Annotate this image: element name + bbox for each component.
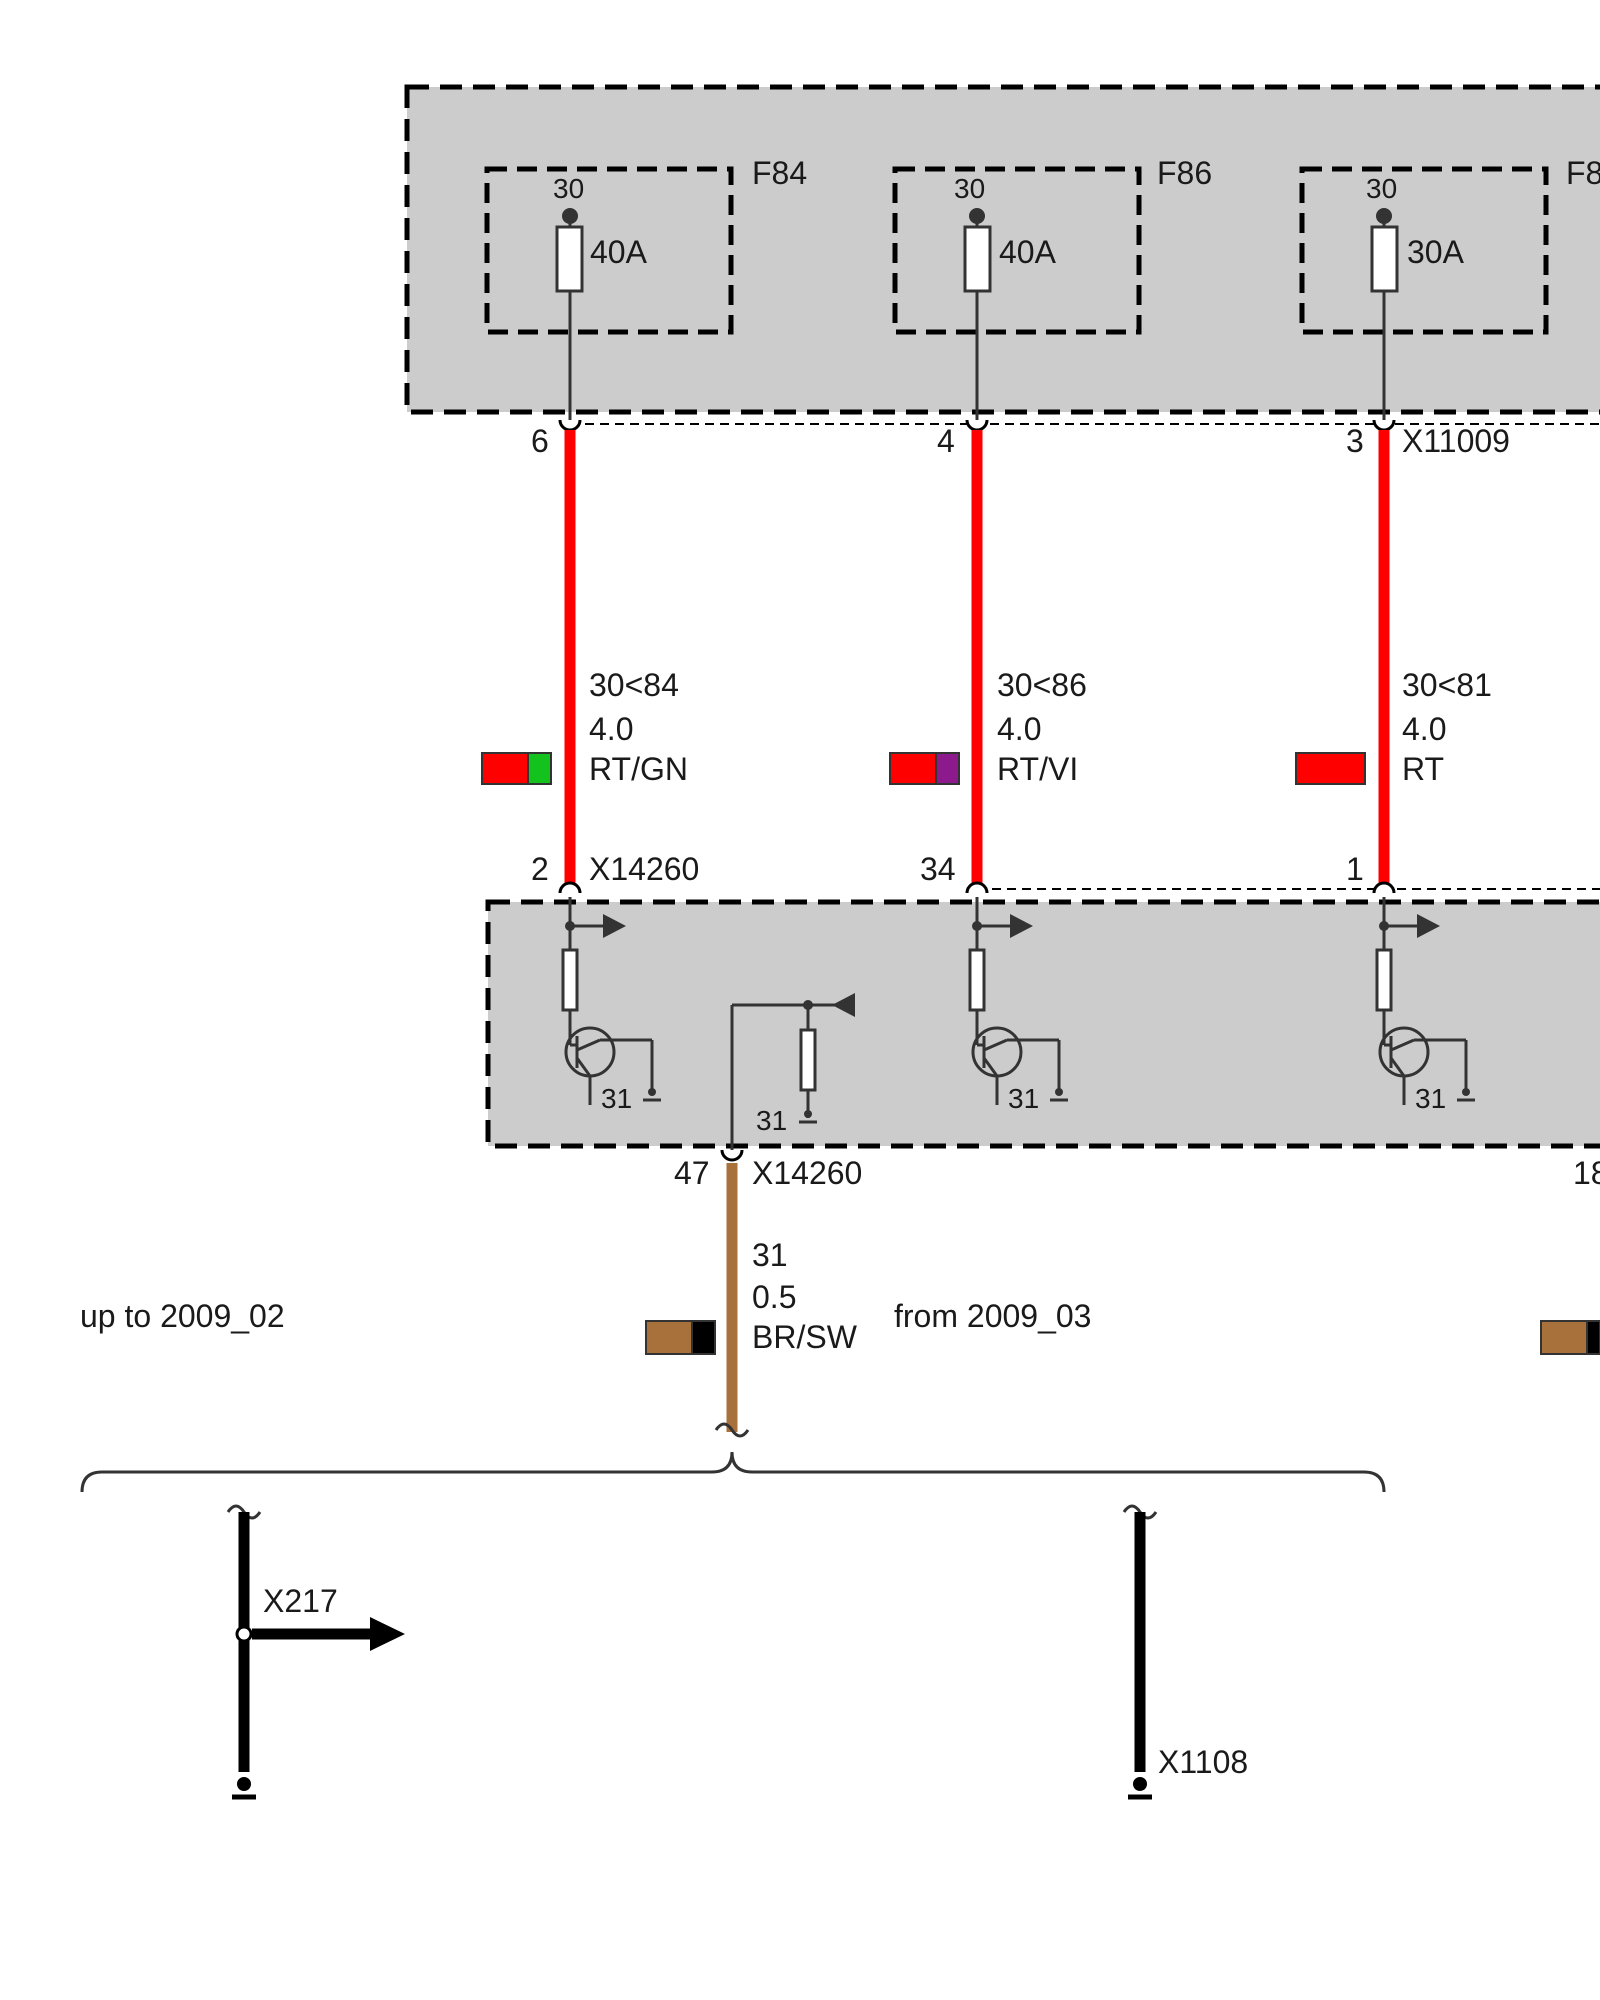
variant-label-left: up to 2009_02: [80, 1298, 285, 1334]
fuse-f84[interactable]: 30 40A F84: [484, 155, 807, 424]
svg-text:4.0: 4.0: [1402, 711, 1446, 747]
fuse-f86-terminal: 30: [954, 173, 985, 204]
driver-stage-2: 31: [968, 897, 1068, 1114]
fuse-f8[interactable]: 30 30A F8: [1299, 155, 1600, 424]
wire-break-mark: [714, 1422, 750, 1438]
wire-label-31: 31 0.5 BR/SW: [752, 1237, 858, 1355]
svg-text:31: 31: [1008, 1083, 1039, 1114]
variant-label-right: from 2009_03: [894, 1298, 1091, 1334]
swatch-rt-vi: [889, 752, 960, 785]
svg-text:4.0: 4.0: [589, 711, 633, 747]
fuse-box-module: [404, 84, 1600, 415]
driver-stage-1: 31: [561, 897, 661, 1114]
pin-1-label: 1: [1346, 851, 1364, 887]
swatch-rt-gn: [481, 752, 552, 785]
svg-text:31: 31: [752, 1237, 788, 1273]
swatch-br-sw: [645, 1320, 716, 1355]
pin-6-label: 6: [531, 423, 549, 459]
wire-label-30-86: 30<86 4.0 RT/VI: [997, 667, 1087, 787]
driver-stage-3: 31: [1375, 897, 1475, 1114]
svg-text:30<84: 30<84: [589, 667, 679, 703]
pin-4-label: 4: [937, 423, 955, 459]
fuse-f86-label: F86: [1157, 155, 1212, 191]
connector-x1108-label: X1108: [1158, 1744, 1248, 1780]
svg-text:31: 31: [1415, 1083, 1446, 1114]
pin-34-label: 34: [920, 851, 956, 887]
svg-text:31: 31: [756, 1105, 787, 1136]
connector-x217-label: X217: [263, 1583, 338, 1619]
svg-text:31: 31: [601, 1083, 632, 1114]
svg-text:RT: RT: [1402, 751, 1444, 787]
ground-sense-circuit: 31: [730, 993, 855, 1150]
pin-2-label: 2: [531, 851, 549, 887]
svg-text:30<81: 30<81: [1402, 667, 1492, 703]
svg-text:RT/GN: RT/GN: [589, 751, 688, 787]
connector-x11009-label: X11009: [1402, 423, 1510, 459]
branch-x1108[interactable]: X1108: [1122, 1504, 1248, 1800]
fuse-f8-rating: 30A: [1407, 234, 1465, 270]
pin-47-socket: [720, 1149, 744, 1162]
pin-3-label: 3: [1346, 423, 1364, 459]
svg-text:30<86: 30<86: [997, 667, 1087, 703]
control-module: [485, 899, 1600, 1149]
wire-label-30-84: 30<84 4.0 RT/GN: [589, 667, 688, 787]
svg-text:0.5: 0.5: [752, 1279, 796, 1315]
fuse-f86-rating: 40A: [999, 234, 1057, 270]
connector-x14260-top-pins: [558, 881, 1396, 894]
fuse-f8-label: F8: [1566, 155, 1600, 191]
fuse-f8-terminal: 30: [1366, 173, 1397, 204]
swatch-br-sw-right: [1540, 1320, 1600, 1355]
variant-brace: [80, 1451, 1386, 1493]
pin-18-label: 18: [1573, 1155, 1600, 1191]
svg-text:4.0: 4.0: [997, 711, 1041, 747]
fuse-f84-label: F84: [752, 155, 807, 191]
connector-x14260-top-label: X14260: [589, 851, 699, 887]
branch-x217[interactable]: X217: [226, 1504, 405, 1800]
pin-47-label: 47: [674, 1155, 710, 1191]
fuse-f84-rating: 40A: [590, 234, 648, 270]
swatch-rt: [1295, 752, 1366, 785]
wire-label-30-81: 30<81 4.0 RT: [1402, 667, 1492, 787]
fuse-f84-terminal: 30: [553, 173, 584, 204]
connector-x14260-bottom-label: X14260: [752, 1155, 862, 1191]
svg-text:RT/VI: RT/VI: [997, 751, 1078, 787]
svg-text:BR/SW: BR/SW: [752, 1319, 858, 1355]
fuse-f86[interactable]: 30 40A F86: [892, 155, 1212, 424]
